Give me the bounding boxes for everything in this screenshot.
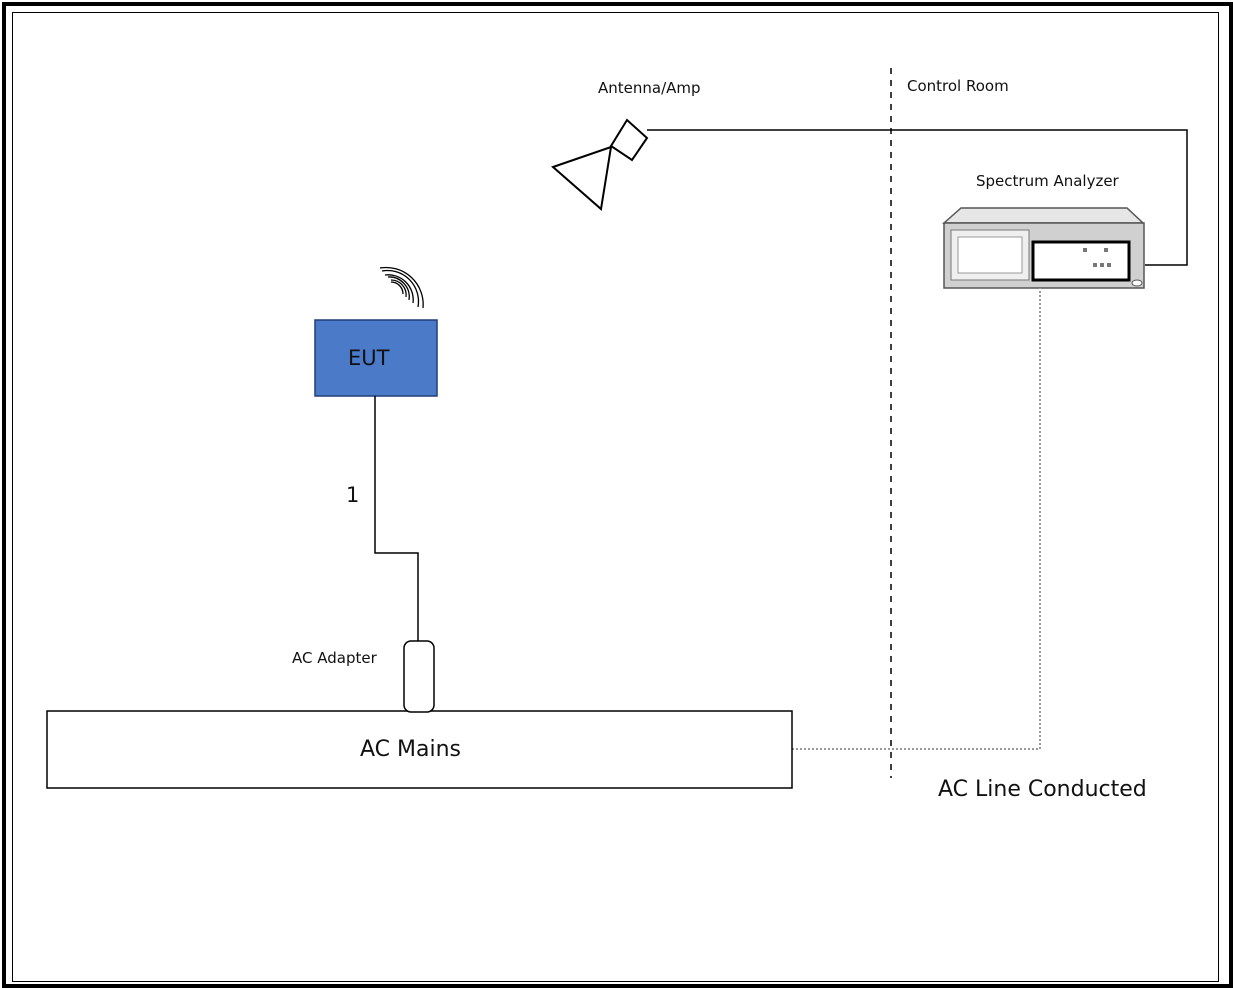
spectrum-analyzer-label: Spectrum Analyzer	[976, 172, 1119, 190]
eut-label: EUT	[348, 346, 390, 370]
ac-adapter-box	[403, 640, 435, 713]
control-room-label: Control Room	[907, 77, 1009, 95]
test-type-label: AC Line Conducted	[938, 777, 1147, 802]
antenna-cable	[647, 129, 1188, 266]
ac-mains-box	[46, 710, 793, 789]
ac-line-dotted	[792, 288, 1041, 750]
antenna-horn-icon	[551, 118, 649, 211]
cable-number-label: 1	[346, 483, 360, 507]
ac-mains-label: AC Mains	[360, 737, 461, 762]
antenna-label: Antenna/Amp	[598, 79, 701, 97]
ac-adapter-label: AC Adapter	[292, 649, 377, 667]
spectrum-analyzer-icon	[942, 207, 1145, 289]
inner-frame	[12, 12, 1219, 982]
cable-1	[374, 396, 419, 641]
eut-box	[314, 319, 438, 397]
wireless-signal-icon	[379, 266, 424, 309]
